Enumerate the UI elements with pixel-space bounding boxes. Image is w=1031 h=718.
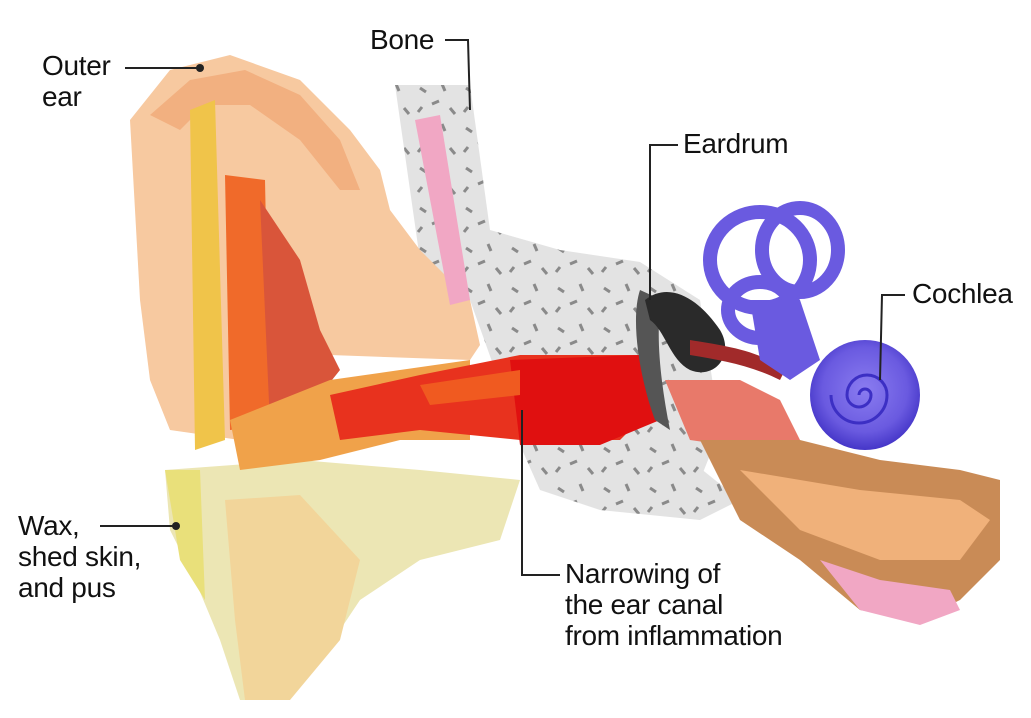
wax-label-line3: and pus — [18, 572, 141, 603]
narrowing-label-line2: the ear canal — [565, 589, 782, 620]
wax-label: Wax, shed skin, and pus — [18, 510, 141, 603]
narrowing-label: Narrowing of the ear canal from inflamma… — [565, 558, 782, 651]
lobe-yellow-edge — [165, 470, 205, 600]
outer-ear-label-line2: ear — [42, 81, 111, 112]
eardrum-label: Eardrum — [683, 128, 788, 159]
outer-ear-dot — [196, 64, 204, 72]
cochlea-label-text: Cochlea — [912, 278, 1013, 309]
wax-dot — [172, 522, 180, 530]
eardrum-label-text: Eardrum — [683, 128, 788, 159]
bone-label-text: Bone — [370, 24, 434, 55]
outer-ear-label-line1: Outer — [42, 50, 111, 81]
outer-ear-label: Outer ear — [42, 50, 111, 112]
wax-label-line2: shed skin, — [18, 541, 141, 572]
cochlea-label: Cochlea — [912, 278, 1013, 309]
narrowing-label-line3: from inflammation — [565, 620, 782, 651]
bone-label: Bone — [370, 24, 434, 55]
cochlea-shape — [810, 340, 920, 450]
wax-label-line1: Wax, — [18, 510, 141, 541]
narrowing-label-line1: Narrowing of — [565, 558, 782, 589]
